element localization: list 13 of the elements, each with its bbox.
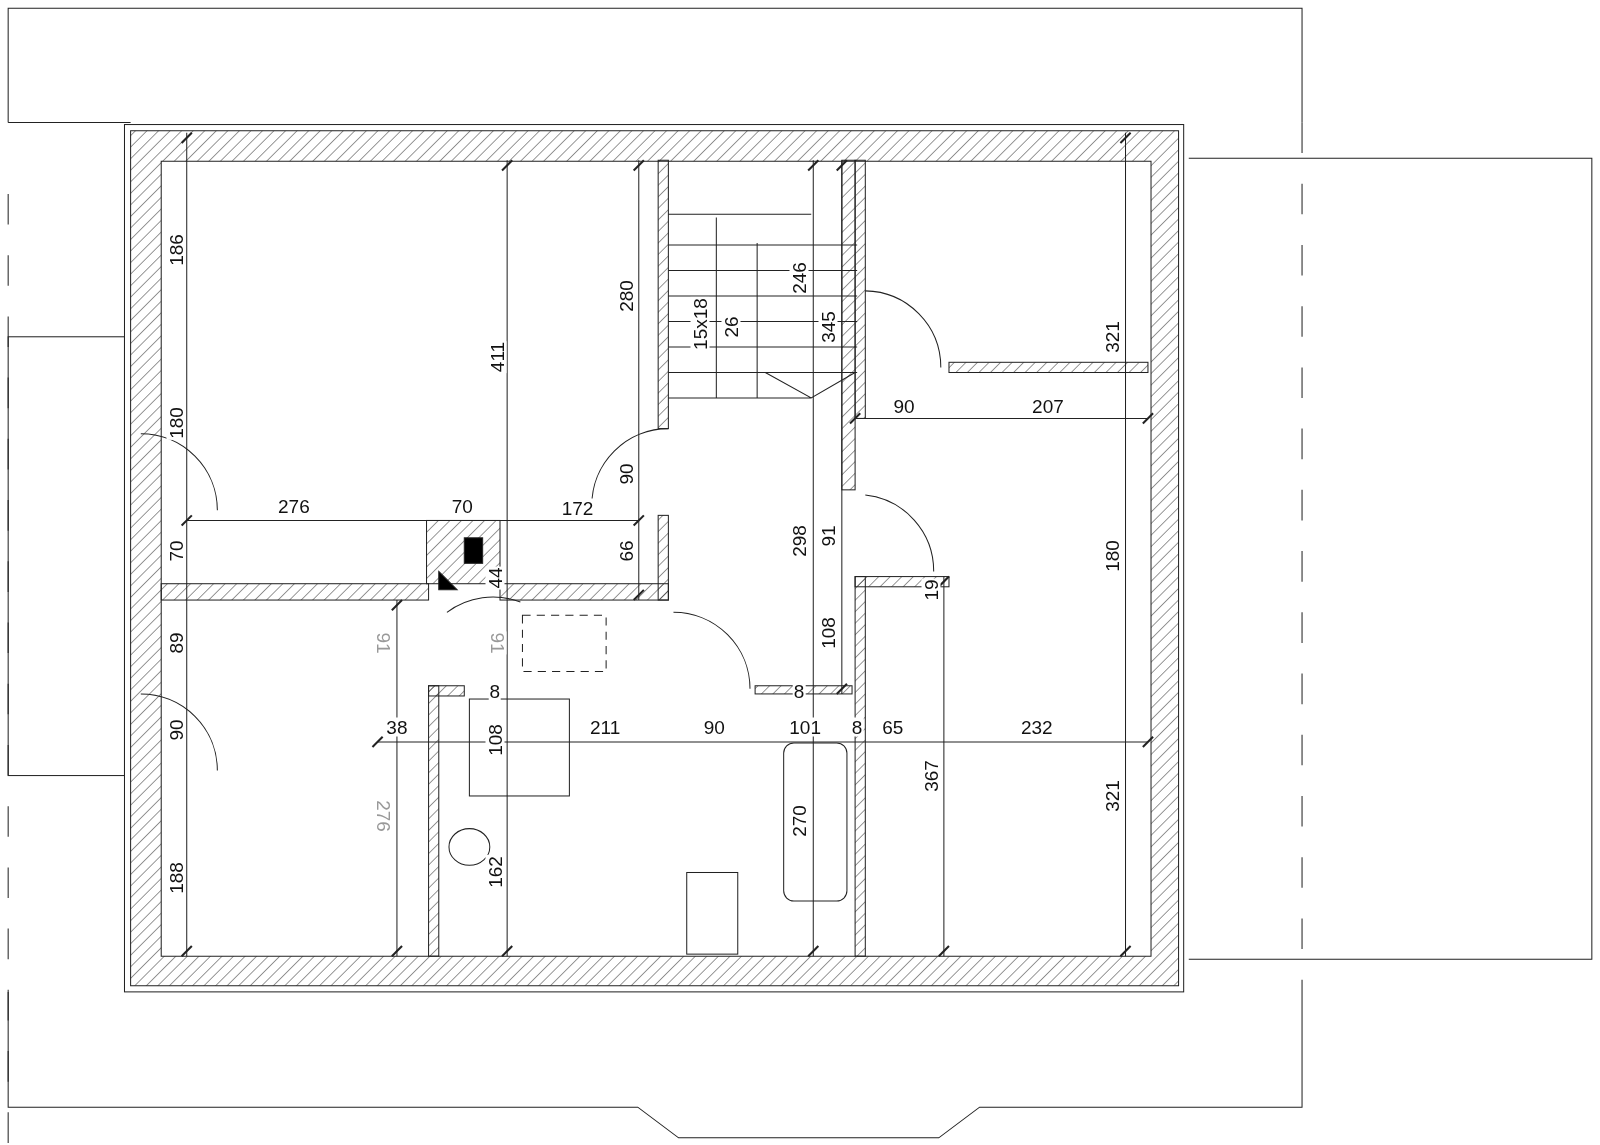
dimension-label: 162 bbox=[485, 855, 505, 890]
dimension-label: 8 bbox=[850, 717, 864, 736]
dimension-label: 246 bbox=[789, 260, 809, 295]
dimension-label: 180 bbox=[166, 406, 185, 441]
dimension-label: 15x18 bbox=[690, 297, 710, 352]
dimension-label: 101 bbox=[788, 717, 822, 736]
dimension-label: 26 bbox=[721, 314, 741, 339]
dimension-label: 38 bbox=[385, 717, 409, 736]
dimension-label: 44 bbox=[485, 566, 505, 590]
dimension-label: 19 bbox=[921, 578, 941, 602]
dimension-label: 345 bbox=[818, 309, 838, 344]
dimension-label: 108 bbox=[485, 722, 505, 757]
dimension-label: 172 bbox=[560, 498, 595, 518]
